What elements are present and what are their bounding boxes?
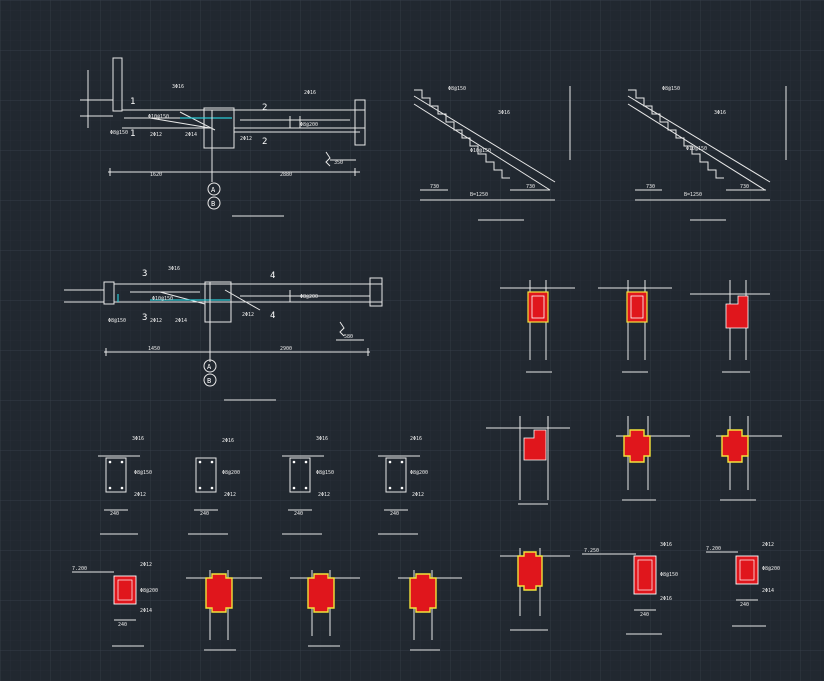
beam-wall-section-5	[616, 416, 690, 501]
ring-beam-section-1: 7.200 240 2Φ12 Φ8@200 2Φ14	[72, 562, 158, 647]
note-3d16-a: 3Φ16	[172, 84, 184, 90]
note-8-200-d: Φ8@200	[300, 294, 318, 300]
section-mark-1-top: 1	[130, 97, 135, 107]
dim-240-s1: 240	[110, 511, 119, 517]
note-slope-a: Φ8@150	[448, 86, 466, 92]
dim-730-b: 730	[526, 184, 535, 190]
dim-1450: 1450	[148, 346, 160, 352]
note-2d14-a: 2Φ14	[185, 132, 197, 138]
section-mark-3-top: 3	[142, 269, 147, 279]
note-8-200-r3: Φ8@200	[762, 566, 780, 572]
note-2d14-d: 2Φ14	[175, 318, 187, 324]
note-10-150-d: Φ10@150	[152, 296, 173, 302]
note-2d12-s1: 2Φ12	[134, 492, 146, 498]
dim-2880: 2880	[280, 172, 292, 178]
note-8-150-s3: Φ8@150	[316, 470, 334, 476]
section-mark-4-bottom: 4	[270, 311, 275, 321]
beam-wall-section-1	[500, 280, 575, 373]
note-2d12-r3: 2Φ12	[762, 542, 774, 548]
note-8-150-s1: Φ8@150	[134, 470, 152, 476]
note-2d12-a: 2Φ12	[150, 132, 162, 138]
dim-240-s3: 240	[294, 511, 303, 517]
note-2d16-r2: 2Φ16	[660, 596, 672, 602]
note-stair-width-b: B=1250	[684, 192, 702, 198]
ring-beam-section-3: 7.200 240 2Φ12 Φ8@200 2Φ14	[706, 542, 780, 627]
beam-wall-section-4	[486, 416, 570, 505]
beam-section-tl1-4: 240 2Φ16 Φ8@200 2Φ12	[378, 436, 428, 535]
note-10-150-a: Φ10@150	[148, 114, 169, 120]
dim-240-r2: 240	[640, 612, 649, 618]
note-2d16-s2: 2Φ16	[222, 438, 234, 444]
axis-a-lower: A	[207, 363, 212, 371]
note-8-150-r2: Φ8@150	[660, 572, 678, 578]
note-2d12-r1: 2Φ12	[140, 562, 152, 568]
dim-580: 580	[344, 334, 353, 340]
note-10-150-c: Φ10@150	[686, 146, 707, 152]
dim-730-d: 730	[740, 184, 749, 190]
note-10-150-b: Φ10@150	[470, 148, 491, 154]
note-2d12-e: 2Φ12	[242, 312, 254, 318]
note-stair-width-a: B=1250	[470, 192, 488, 198]
dim-730-a: 730	[430, 184, 439, 190]
note-3d16-s3: 3Φ16	[316, 436, 328, 442]
note-8-200-s4: Φ8@200	[410, 470, 428, 476]
section-mark-2-top: 2	[262, 103, 267, 113]
note-3d16-r2: 3Φ16	[660, 542, 672, 548]
dim-240-s2: 240	[200, 511, 209, 517]
dim-350: 350	[334, 160, 343, 166]
note-2d16-a: 2Φ16	[304, 90, 316, 96]
note-2d12-s2: 2Φ12	[224, 492, 236, 498]
wall-beam-section-b4	[500, 548, 570, 631]
dim-1620: 1620	[150, 172, 162, 178]
dim-240-r3: 240	[740, 602, 749, 608]
elev-7-200-b: 7.200	[706, 546, 721, 552]
axis-b-lower: B	[207, 377, 211, 385]
note-8-200-r1: Φ8@200	[140, 588, 158, 594]
section-mark-4-top: 4	[270, 271, 275, 281]
beam-section-tl1-2: 240 2Φ16 Φ8@200 2Φ12	[188, 438, 240, 535]
dim-240-s4: 240	[390, 511, 399, 517]
note-slope-b: Φ8@150	[662, 86, 680, 92]
beam-wall-section-6	[716, 416, 782, 501]
beam-section-tl1-3: 240 3Φ16 Φ8@150 2Φ12	[282, 436, 334, 535]
note-8-200-a: Φ8@200	[300, 122, 318, 128]
wall-beam-section-b1	[186, 570, 262, 651]
note-3d16-b: 3Φ16	[498, 110, 510, 116]
section-mark-1-bottom: 1	[130, 129, 135, 139]
dim-240-r1: 240	[118, 622, 127, 628]
note-8-150-d: Φ8@150	[108, 318, 126, 324]
dim-730-c: 730	[646, 184, 655, 190]
axis-a-upper: A	[211, 186, 216, 194]
note-2d12-s3: 2Φ12	[318, 492, 330, 498]
wall-beam-section-b2	[290, 570, 360, 647]
elev-7-250: 7.250	[584, 548, 599, 554]
beam-section-tl1-1: 240 3Φ16 Φ8@150 2Φ12	[98, 436, 152, 535]
beam-wall-section-3	[690, 280, 770, 373]
note-3d16-c: 3Φ16	[714, 110, 726, 116]
note-8-150-a: Φ8@150	[110, 130, 128, 136]
elev-7-200-a: 7.200	[72, 566, 87, 572]
note-8-200-s2: Φ8@200	[222, 470, 240, 476]
landing-slab-detail-lower: 1450 2900 580 Φ8@150 Φ10@150 2Φ12 2Φ14 3…	[64, 266, 383, 401]
note-2d12-b: 2Φ12	[240, 136, 252, 142]
axis-b-upper: B	[211, 200, 215, 208]
section-mark-3-bottom: 3	[142, 313, 147, 323]
note-2d14-r3: 2Φ14	[762, 588, 774, 594]
note-2d14-r1: 2Φ14	[140, 608, 152, 614]
note-2d16-s4: 2Φ16	[410, 436, 422, 442]
ring-beam-section-2: 7.250 240 3Φ16 Φ8@150 2Φ16	[582, 542, 678, 635]
note-3d16-d: 3Φ16	[168, 266, 180, 272]
note-2d12-s4: 2Φ12	[412, 492, 424, 498]
stair-flight-tb1: 730 730 B=1250 Φ8@150 3Φ16 Φ10@150	[413, 86, 571, 221]
beam-wall-section-2	[598, 280, 672, 373]
section-mark-2-bottom: 2	[262, 137, 267, 147]
stair-flight-tb2: 730 730 B=1250 Φ8@150 3Φ16 Φ10@150	[627, 86, 787, 221]
dim-2900: 2900	[280, 346, 292, 352]
landing-slab-detail-upper: 1620 2880 350 Φ8@150 Φ10@150 2Φ12 2Φ14 3…	[80, 57, 366, 217]
wall-beam-section-b3	[398, 570, 462, 651]
note-2d12-d: 2Φ12	[150, 318, 162, 324]
note-3d16-s1: 3Φ16	[132, 436, 144, 442]
